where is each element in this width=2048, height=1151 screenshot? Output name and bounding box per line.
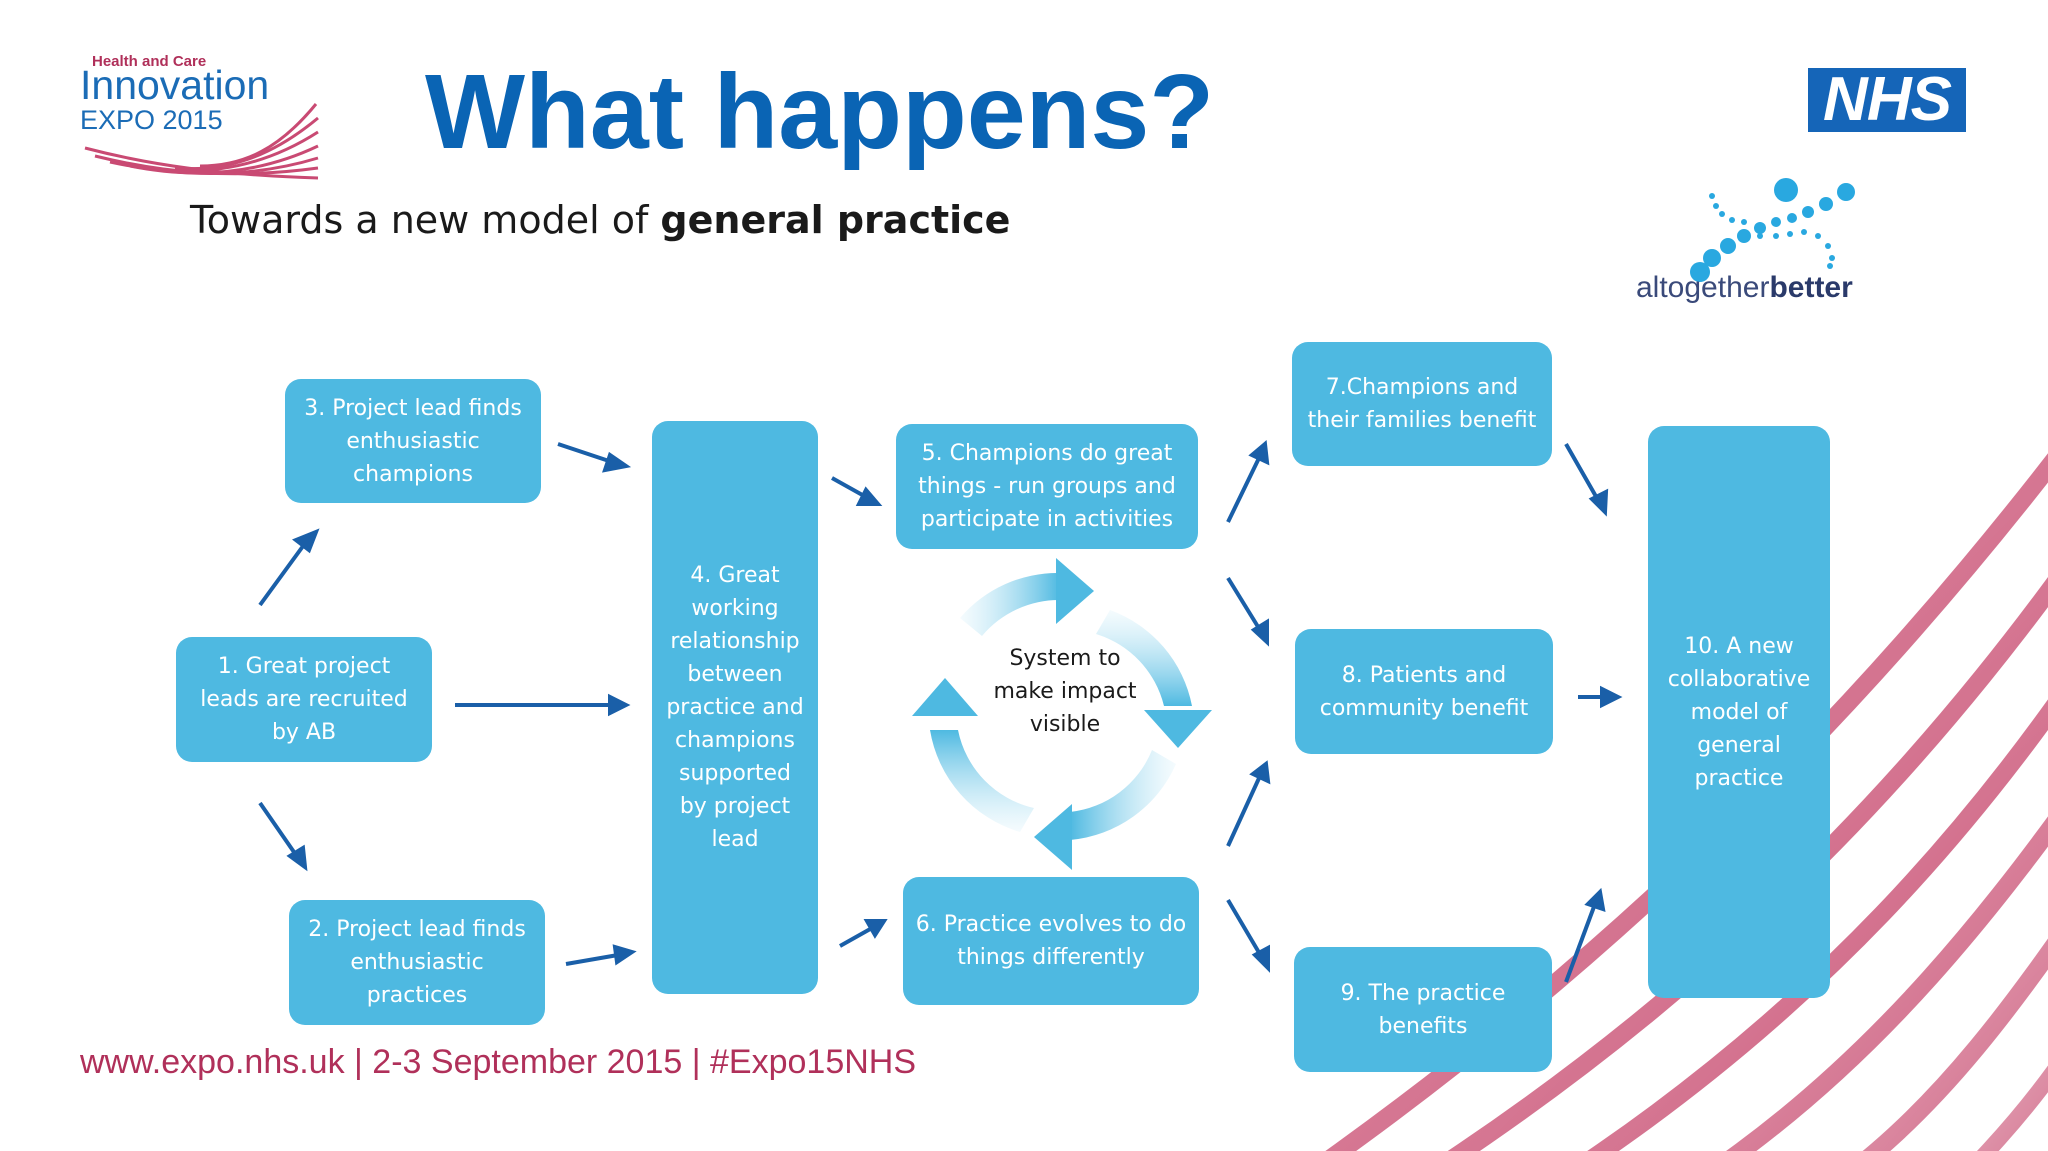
cycle-arrow-top xyxy=(1056,558,1094,624)
atb-prefix: altogether xyxy=(1636,271,1770,304)
cycle-arrow-bottom xyxy=(1034,804,1072,870)
altogether-better-dots-icon xyxy=(1690,178,1855,282)
step-box-6-text: 6. Practice evolves to do things differe… xyxy=(915,912,1187,970)
step-box-10: 10. A new collaborative model of general… xyxy=(1648,426,1830,998)
step-box-1: 1. Great project leads are recruited by … xyxy=(176,637,432,762)
step-box-3: 3. Project lead finds enthusiastic champ… xyxy=(285,379,541,503)
step-box-5-text: 5. Champions do great things - run group… xyxy=(918,441,1176,532)
step-box-9: 9. The practice benefits xyxy=(1294,947,1552,1072)
footer-text: www.expo.nhs.uk | 2-3 September 2015 | #… xyxy=(80,1043,917,1081)
step-box-8: 8. Patients and community benefit xyxy=(1295,629,1553,754)
step-box-7: 7.Champions and their families benefit xyxy=(1292,342,1552,466)
step-box-7-text: 7.Champions and their families benefit xyxy=(1307,375,1537,433)
expo-logo-swoosh xyxy=(84,103,319,180)
step-box-5: 5. Champions do great things - run group… xyxy=(896,424,1198,549)
step-box-3-text: 3. Project lead finds enthusiastic champ… xyxy=(304,395,522,487)
step-box-2-text: 2. Project lead finds enthusiastic pract… xyxy=(308,917,526,1008)
step-box-4-text: 4. Great working relationship between pr… xyxy=(666,563,804,852)
impact-cycle xyxy=(912,558,1212,870)
expo-logo-year: EXPO 2015 xyxy=(80,105,223,135)
step-box-10-text: 10. A new collaborative model of general… xyxy=(1667,633,1811,791)
step-box-4: 4. Great working relationship between pr… xyxy=(652,421,818,994)
subtitle-prefix: Towards a new model of xyxy=(190,198,661,242)
atb-bold: better xyxy=(1769,271,1853,304)
step-box-9-text: 9. The practice benefits xyxy=(1340,980,1506,1039)
nhs-logo: NHS xyxy=(1808,68,1966,132)
cycle-center-label: System to make impact visible xyxy=(993,646,1137,737)
altogether-better-logo: altogetherbetter xyxy=(1636,270,1853,306)
page-title: What happens? xyxy=(425,53,1215,171)
page-subtitle: Towards a new model of general practice xyxy=(190,195,1010,245)
expo-logo-innovation: Innovation xyxy=(80,62,270,108)
step-box-2: 2. Project lead finds enthusiastic pract… xyxy=(289,900,545,1025)
step-box-6: 6. Practice evolves to do things differe… xyxy=(903,877,1199,1005)
subtitle-bold: general practice xyxy=(660,198,1011,242)
flow-arrows xyxy=(258,440,1623,983)
cycle-arrow-right xyxy=(1144,710,1212,748)
cycle-arrow-left xyxy=(912,678,978,716)
expo-logo-small-text: Health and Care xyxy=(92,53,207,70)
step-box-8-text: 8. Patients and community benefit xyxy=(1319,662,1529,721)
step-box-1-text: 1. Great project leads are recruited by … xyxy=(200,654,408,745)
